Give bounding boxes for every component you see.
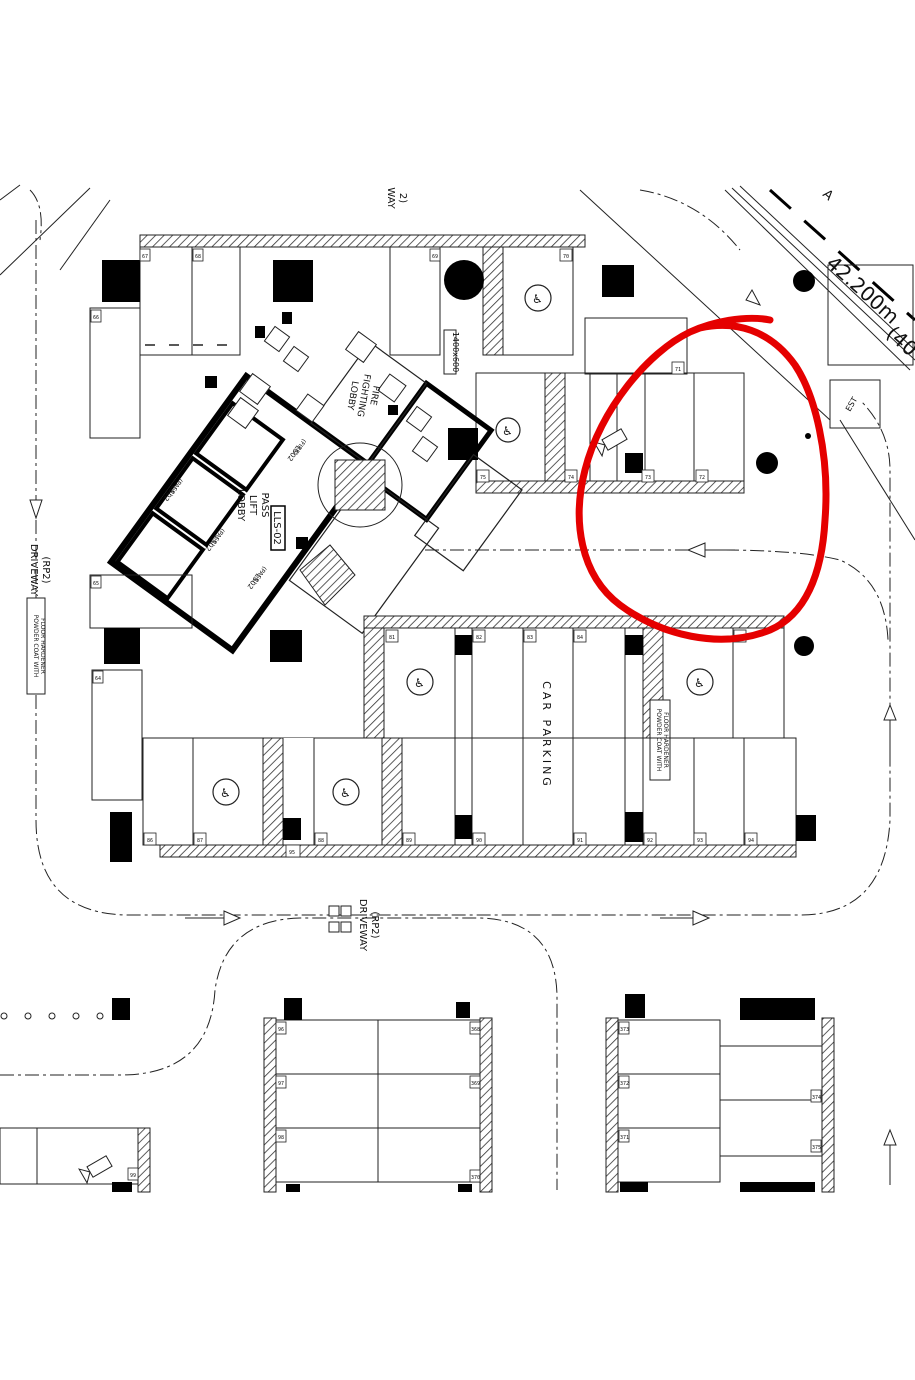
note-left-label: POWDER COAT WITH [32,615,39,678]
svg-text:♿: ♿ [532,292,543,306]
stall-number: 72 [699,475,705,481]
car-parking-label: CAR PARKING [540,681,553,789]
stall-number: 69 [432,254,438,260]
center-parking-block: ♿ ♿ CAR PARKING POWDER COAT WITH FLOOR H… [142,615,816,952]
stall-number: 81 [389,635,395,641]
stall-number: 369 [471,1081,480,1087]
stall-number: 371 [620,1135,629,1141]
lls-tag-label: LLS-02 [271,511,282,545]
stall-number: 92 [647,838,653,844]
red-circle-annotation [575,314,830,643]
stall-number: 70 [563,254,569,260]
stall-number: 91 [577,838,583,844]
lift-core-block: PASS LIFT LOBBY LLS-02 FIRE FIGHTING LOB… [106,312,523,655]
driveway-top-label-2: WAY [385,187,396,209]
bottom-parking-blocks [0,994,835,1193]
stall-number: 82 [476,635,482,641]
stall-number: 83 [527,635,533,641]
svg-text:♿: ♿ [220,786,231,800]
stall-number: 98 [278,1135,284,1141]
stall-number: 372 [620,1081,629,1087]
svg-text:PASS: PASS [259,493,270,518]
direction-arrows [29,288,897,1185]
stall-number: 73 [645,475,651,481]
stall-number: 373 [620,1027,629,1033]
stall-number: 89 [406,838,412,844]
stall-number-tags: 67 68 69 70 66 71 72 73 74 75 65 64 81 8… [90,248,822,1183]
lift-lobby-label: PASS [259,493,270,518]
stall-number: 65 [93,581,99,587]
left-side-elements: POWDER COAT WITH FLOOR HARDENER (RP2) DR… [26,187,460,862]
svg-text:♿: ♿ [694,676,705,690]
svg-text:LOBBY: LOBBY [235,489,246,522]
svg-text:♿: ♿ [502,424,513,438]
svg-text:♿: ♿ [340,786,351,800]
stall-number: 374 [812,1095,821,1101]
stall-number: 96 [278,1027,284,1033]
fire-lobby-label: FIRE [367,385,380,407]
top-parking-row: ♿ [89,234,634,439]
lift-lobby-label-2: LIFT [247,495,258,516]
stall-number: 75 [480,475,486,481]
svg-text:LIFT: LIFT [247,495,258,516]
stall-number: 95 [289,850,295,856]
note-left-label-2: FLOOR HARDENER [39,618,46,674]
stall-number: 93 [697,838,703,844]
note-mid-label-2: FLOOR HARDENER [662,712,669,768]
driveway-lines [0,189,891,1190]
road-dimension-label: 42.200m [822,251,905,329]
stall-number: 97 [278,1081,284,1087]
road-dash-heavy [768,188,915,322]
stall-number: 67 [142,254,148,260]
stall-number: 86 [147,838,153,844]
stall-number: 94 [748,838,754,844]
stall-number: 84 [577,635,583,641]
stall-number: 74 [568,475,574,481]
note-mid-label: POWDER COAT WITH [655,709,662,772]
cctv-camera-icon-2 [78,1155,113,1185]
right-upper-parking-row: ♿ [448,264,914,494]
stall-number: 64 [95,676,101,682]
driveway-left-label-2: DRIVEWAY [28,544,39,597]
est-tag-label: EST [844,395,859,413]
road-letter-label: A [819,187,836,204]
dimension-label: 1400x600 [451,332,460,372]
stall-number: 90 [476,838,482,844]
cctv-camera-icon [593,428,628,458]
stall-number: 71 [675,367,681,373]
stall-number: 370 [471,1175,480,1181]
driveway-left-label: (RP2) [40,556,51,583]
stall-number: 87 [197,838,203,844]
stall-number: 368 [471,1027,480,1033]
driveway-bottom-label-2: DRIVEWAY [357,899,368,952]
stall-number: 66 [93,315,99,321]
driveway-top-label: 2) [397,193,408,203]
stall-number: 88 [318,838,324,844]
driveway-bottom-label: (RP2) [369,911,380,938]
stall-number: 68 [195,254,201,260]
lift-lobby-label-3: LOBBY [235,489,246,522]
stall-number: 375 [812,1145,821,1151]
stall-number: 99 [130,1173,136,1179]
svg-text:♿: ♿ [414,676,425,690]
